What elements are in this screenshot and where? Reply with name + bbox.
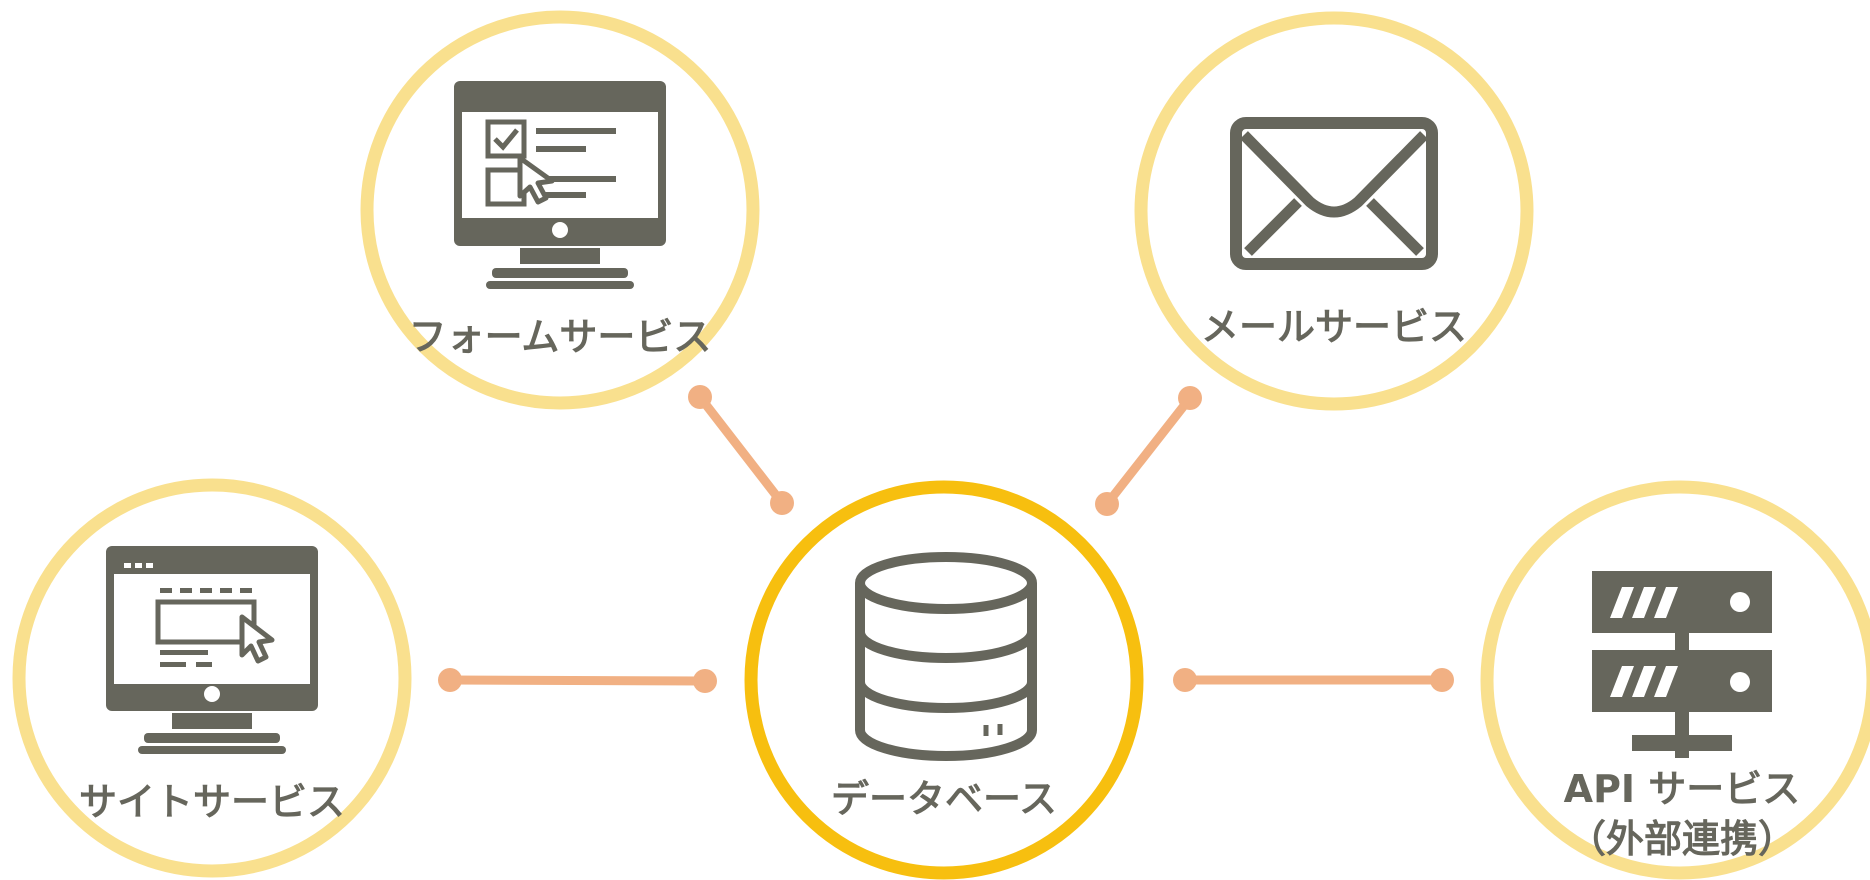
ring-api: [1480, 480, 1870, 880]
ring-mail: [1134, 11, 1534, 411]
database-icon: [855, 552, 1037, 761]
label-database: データベース: [831, 777, 1057, 821]
connector-api-database: [1173, 668, 1454, 692]
label-api-line1: API サービス: [1564, 767, 1801, 811]
label-form: フォームサービス: [409, 315, 712, 359]
node-form-service: フォームサービス: [360, 10, 760, 410]
ring-site: [12, 478, 412, 878]
envelope-icon: [1230, 117, 1438, 270]
ring-database: [744, 480, 1144, 880]
label-mail: メールサービス: [1201, 305, 1467, 349]
node-database: データベース: [744, 480, 1144, 880]
server-icon: [1592, 571, 1772, 758]
connector-site-database: [438, 668, 717, 693]
connector-mail-database: [1095, 386, 1202, 516]
monitor-form-icon: [454, 81, 666, 289]
connector-form-database: [688, 385, 794, 515]
label-api-line2: （外部連携）: [1568, 817, 1796, 861]
node-mail-service: メールサービス: [1134, 11, 1534, 411]
ring-form: [360, 10, 760, 410]
node-site-service: サイトサービス: [12, 478, 412, 878]
monitor-site-icon: [106, 546, 318, 754]
label-site: サイトサービス: [79, 780, 345, 824]
node-api-service: API サービス （外部連携）: [1480, 480, 1870, 880]
